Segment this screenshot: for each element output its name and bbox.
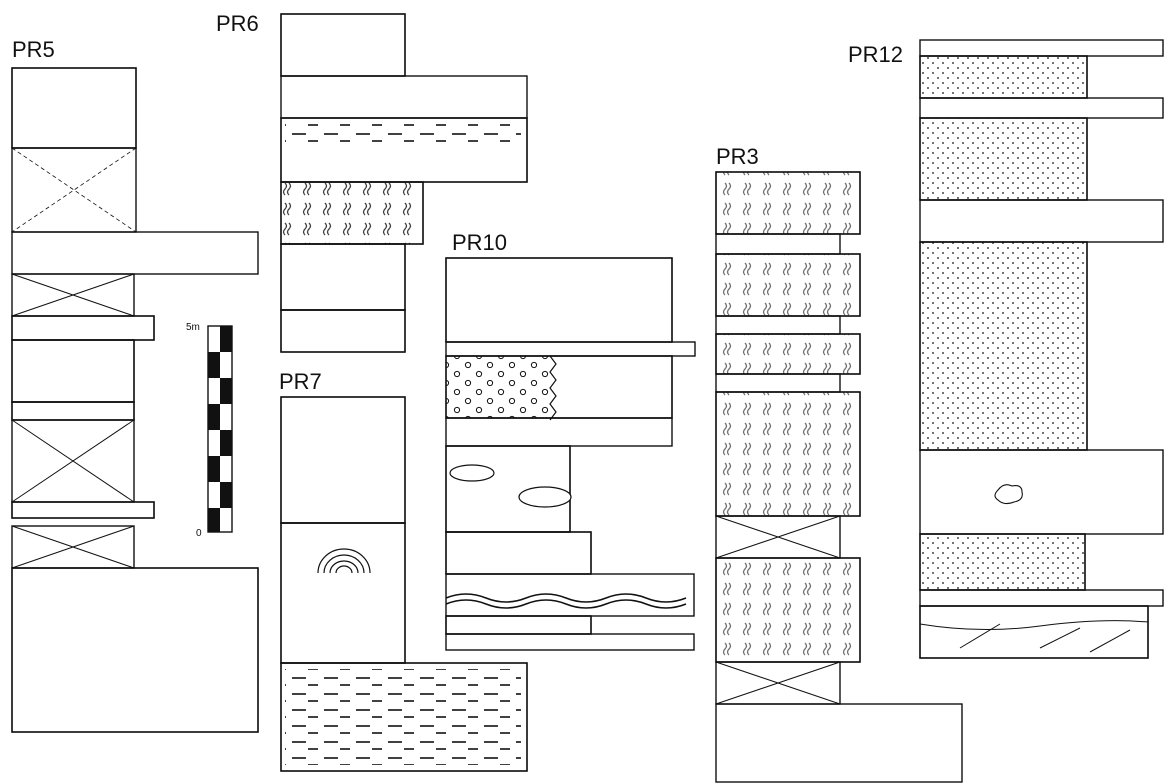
pr10-wavy-conglomerate bbox=[445, 573, 695, 617]
label-pr3: PR3 bbox=[716, 144, 759, 169]
pr5-limestone-top bbox=[11, 67, 137, 149]
column-pr12: PR12 bbox=[848, 39, 1164, 659]
column-pr3: PR3 bbox=[715, 144, 963, 783]
label-pr10: PR10 bbox=[452, 230, 507, 255]
pr5-conglomerate-1 bbox=[11, 231, 259, 275]
pr7-stromatolite-limestone bbox=[280, 522, 406, 664]
pr5-limestone-band-2 bbox=[11, 501, 155, 519]
pr12-cross-bedded-sandstone bbox=[919, 605, 1149, 659]
pr6-tbar-layer bbox=[280, 243, 406, 311]
pr3-conglomerate-base bbox=[715, 703, 963, 783]
pr10-sandstone-3 bbox=[445, 417, 673, 447]
pr7-limestone-upper bbox=[280, 396, 406, 524]
pr12-conglomerate-3 bbox=[919, 199, 1164, 243]
pr6-sea-grass bbox=[280, 13, 406, 77]
pr12-conglomerate-5 bbox=[919, 589, 1164, 607]
pr6-shale bbox=[280, 309, 406, 353]
column-pr5: PR5 bbox=[11, 37, 259, 733]
scale-bar: 5m 0 bbox=[186, 322, 233, 539]
pr10-bioturbated-band bbox=[445, 531, 592, 575]
label-pr7: PR7 bbox=[279, 369, 322, 394]
pr5-sea-grass-band bbox=[11, 401, 135, 421]
pr3-tbar-band-2 bbox=[715, 373, 841, 393]
column-pr10: PR10 bbox=[445, 230, 696, 651]
pr5-limestone-band-1 bbox=[11, 315, 155, 341]
pr10-conglomerate-base bbox=[445, 633, 695, 651]
pr10-sea-grass-band bbox=[445, 615, 592, 635]
column-pr6: PR6 bbox=[216, 11, 528, 353]
label-pr6: PR6 bbox=[216, 11, 259, 36]
label-pr12: PR12 bbox=[848, 42, 903, 67]
stromatolite-icon bbox=[317, 548, 371, 574]
pr5-conglomerate-base bbox=[11, 567, 259, 733]
pr12-conglomerate-4 bbox=[919, 449, 1164, 535]
pr3-tbar-band-1 bbox=[715, 233, 841, 255]
pr5-limestone-2 bbox=[11, 339, 135, 403]
pr10-sandstone-top bbox=[445, 257, 673, 343]
label-pr5: PR5 bbox=[12, 37, 55, 62]
column-pr7: PR7 bbox=[279, 369, 528, 772]
pr12-conglomerate-top bbox=[919, 39, 1164, 57]
scale-top-label: 5m bbox=[186, 322, 200, 333]
scale-bottom-label: 0 bbox=[196, 528, 202, 539]
pr6-conglomerate bbox=[280, 75, 528, 119]
pr3-sea-grass-band bbox=[715, 315, 841, 335]
pr12-conglomerate-2 bbox=[919, 97, 1164, 119]
pr10-conglomerate-band bbox=[445, 341, 696, 357]
